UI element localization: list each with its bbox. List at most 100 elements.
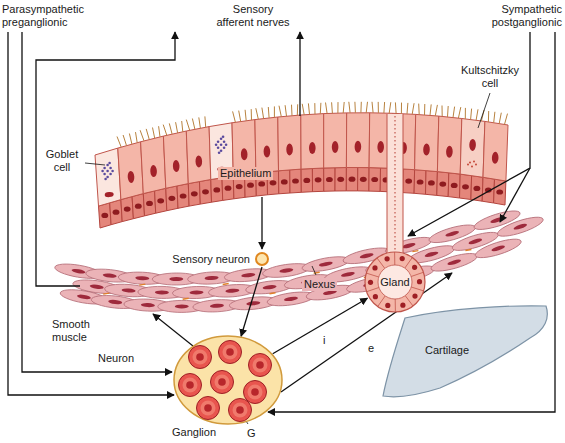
cilium — [412, 103, 414, 114]
cilium — [430, 104, 431, 115]
cilium — [326, 103, 328, 114]
cell-nucleus — [491, 244, 506, 252]
mucin-granule — [220, 150, 223, 153]
cell-nucleus — [401, 242, 416, 249]
cilium — [488, 111, 489, 122]
mucin-granule — [108, 162, 111, 165]
cell-body — [183, 378, 198, 393]
cell-border — [378, 296, 386, 307]
cilium — [360, 102, 361, 113]
neuron-fibre — [153, 314, 193, 346]
cilium — [447, 106, 449, 117]
connector-arrow — [273, 298, 368, 354]
cell-nucleus — [247, 183, 254, 188]
cell-nucleus — [385, 256, 390, 261]
cell-nucleus — [256, 361, 264, 369]
cell-nucleus — [189, 290, 203, 294]
cilium — [291, 105, 293, 116]
cell-nucleus — [341, 271, 356, 278]
nexus-junction — [412, 251, 418, 252]
cell-nucleus — [127, 171, 134, 183]
cartilage: Cartilage — [380, 300, 550, 400]
secretory-granule — [467, 164, 469, 166]
cilium — [192, 119, 195, 130]
cilium — [378, 102, 379, 113]
cilium — [476, 109, 478, 120]
ganglion-cell — [249, 354, 272, 377]
cell-nucleus — [412, 265, 417, 270]
cell-nucleus — [141, 303, 155, 308]
cilium — [383, 102, 385, 113]
gland-lumen — [378, 265, 412, 299]
cilium — [268, 107, 270, 118]
cell-border — [405, 258, 413, 269]
cell-border — [366, 273, 379, 277]
cell-nucleus — [451, 183, 458, 188]
secretory-granule — [471, 166, 473, 168]
mucin-granule — [106, 164, 109, 167]
cilium — [239, 111, 241, 122]
mucin-granule — [109, 167, 112, 170]
cilium — [182, 121, 183, 132]
mucin-granule — [217, 141, 220, 144]
nexus-junction — [270, 293, 276, 294]
cell-nucleus — [371, 177, 378, 182]
cell-nucleus — [218, 378, 226, 386]
mucin-granule — [217, 147, 220, 150]
basal-cell — [335, 168, 346, 192]
ganglion-cell — [197, 397, 220, 420]
cell-nucleus — [251, 388, 259, 396]
cell-nucleus — [113, 210, 120, 215]
cell-nucleus — [77, 294, 91, 300]
ganglion-body — [173, 335, 283, 425]
basal-cell — [460, 174, 472, 199]
cell-nucleus — [213, 187, 220, 192]
cell-body — [215, 375, 230, 390]
cell-nucleus — [157, 198, 164, 203]
cell-border — [411, 272, 423, 276]
cilium — [389, 102, 391, 113]
cell-body — [193, 350, 208, 365]
cell-nucleus — [337, 177, 344, 182]
ganglion-cell — [179, 374, 202, 397]
neuron-soma — [256, 253, 268, 265]
cilium — [372, 102, 373, 113]
gland: Gland — [363, 250, 427, 314]
cell-nucleus — [332, 141, 339, 153]
cell-nucleus — [204, 404, 212, 412]
cell-nucleus — [135, 276, 149, 281]
cell-nucleus — [150, 165, 157, 177]
cilium — [471, 109, 472, 120]
cell-nucleus — [372, 265, 377, 270]
sensory-fibre — [261, 197, 262, 249]
cilium — [159, 126, 160, 137]
cell-nucleus — [309, 142, 316, 154]
node-label: Gland — [380, 276, 409, 289]
cilium — [308, 103, 309, 114]
layer-label: Epithelium — [218, 167, 273, 180]
cell-nucleus — [513, 223, 528, 231]
mucin-granule — [223, 141, 226, 144]
layer-label: Smooth muscle — [52, 318, 102, 344]
cell-nucleus — [439, 182, 446, 187]
cell-nucleus — [423, 143, 430, 155]
afferent-fibre — [36, 32, 175, 286]
cilium — [199, 117, 201, 128]
cilium — [140, 130, 144, 141]
cell-nucleus — [428, 180, 435, 185]
cell-nucleus — [417, 279, 422, 284]
basal-cell — [312, 168, 323, 192]
cell-nucleus — [385, 303, 390, 308]
cell-nucleus — [359, 252, 374, 259]
cilium — [245, 110, 246, 121]
fibre-label: Neuron — [98, 352, 134, 365]
cell-nucleus — [175, 304, 189, 308]
node-label: Cartilage — [425, 344, 469, 357]
cell-label: G — [247, 427, 256, 440]
ganglion-outline — [174, 336, 282, 424]
cilium — [285, 105, 286, 116]
cilium — [458, 107, 460, 118]
cell-nucleus — [225, 288, 239, 293]
leader-line — [85, 163, 105, 165]
